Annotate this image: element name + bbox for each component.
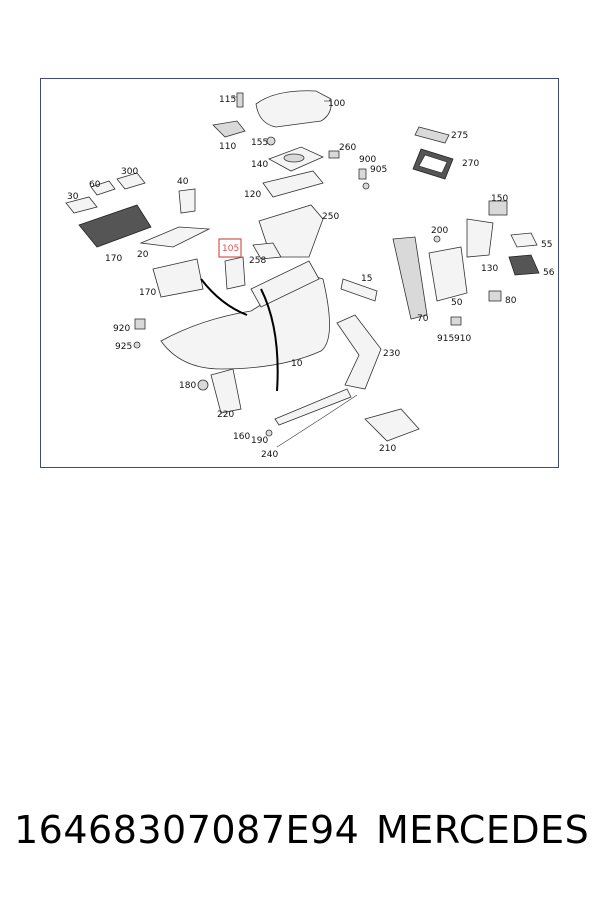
- callout-300: 300: [121, 167, 138, 177]
- callout-230: 230: [383, 349, 400, 359]
- callout-20: 20: [137, 250, 149, 260]
- callout-915: 915: [437, 334, 454, 344]
- callout-55: 55: [541, 240, 552, 250]
- callout-925: 925: [115, 342, 132, 352]
- callout-140: 140: [251, 160, 268, 170]
- callout-190: 190: [251, 436, 268, 446]
- callout-240: 240: [261, 450, 278, 460]
- callout-920: 920: [113, 324, 130, 334]
- part-tray-140: [268, 146, 324, 172]
- callout-260: 260: [339, 143, 356, 153]
- part-cover-20: [139, 226, 211, 248]
- callout-250: 250: [322, 212, 339, 222]
- callout-900: 900: [359, 155, 376, 165]
- part-panel-230: [336, 314, 382, 390]
- part-pad-920: [133, 318, 146, 349]
- callout-105: 105: [222, 244, 239, 254]
- callout-210: 210: [379, 444, 396, 454]
- part-screw-200: [433, 235, 441, 243]
- diagram-frame: 115 100 110 155 140 260 900 905 275 270 …: [40, 78, 559, 468]
- callout-80: 80: [505, 296, 517, 306]
- callout-labels: 115 100 110 155 140 260 900 905 275 270 …: [67, 95, 555, 460]
- callout-155: 155: [251, 138, 268, 148]
- callout-50: 50: [451, 298, 463, 308]
- part-bracket-130: [466, 218, 494, 258]
- part-rail-240: [274, 388, 358, 448]
- part-panel-70: [392, 236, 428, 320]
- part-trim-120: [262, 170, 324, 198]
- part-screw-155: [266, 136, 276, 146]
- part-bracket-220: [210, 368, 242, 414]
- callout-40: 40: [177, 177, 189, 187]
- part-cup-holder-lower: [152, 258, 204, 298]
- callout-120: 120: [244, 190, 261, 200]
- callout-130: 130: [481, 264, 498, 274]
- part-cap-180: [197, 379, 209, 391]
- callout-180: 180: [179, 381, 196, 391]
- callout-258: 258: [249, 256, 266, 266]
- callout-275: 275: [451, 131, 468, 141]
- parts-diagram: 115 100 110 155 140 260 900 905 275 270 …: [65, 90, 555, 460]
- part-screw-115: [233, 92, 244, 108]
- part-number: 16468307087E94: [14, 808, 360, 852]
- callout-270: 270: [462, 159, 479, 169]
- part-cover-60: [90, 180, 116, 196]
- callout-56: 56: [543, 268, 555, 278]
- callout-110: 110: [219, 142, 236, 152]
- callout-70: 70: [417, 314, 429, 324]
- part-frame-270: [412, 148, 454, 180]
- part-cover-300: [116, 172, 146, 190]
- part-armrest-lid: [255, 90, 332, 128]
- callout-115: 115: [219, 95, 236, 105]
- callout-905: 905: [370, 165, 387, 175]
- assembly-arrow-2: [260, 288, 279, 392]
- callout-150: 150: [491, 194, 508, 204]
- callout-60: 60: [89, 180, 101, 190]
- part-bracket-258: [252, 242, 282, 260]
- part-clip-900: [358, 168, 370, 190]
- part-connector-80: [488, 290, 502, 302]
- part-clip-260: [328, 150, 340, 159]
- part-cover-30: [65, 196, 98, 214]
- part-105: [218, 238, 246, 290]
- part-vent-275: [414, 126, 450, 144]
- brand-name: MERCEDES: [376, 808, 590, 852]
- assembly-arrow-1: [200, 278, 248, 316]
- part-box-50: [428, 246, 468, 302]
- part-switch-55: [510, 232, 538, 248]
- part-cup-holder-170: [78, 204, 152, 248]
- part-clip-190: [265, 429, 273, 437]
- callout-30: 30: [67, 192, 79, 202]
- part-bracket-15: [340, 278, 378, 302]
- callout-200: 200: [431, 226, 448, 236]
- callout-170: 170: [105, 254, 122, 264]
- callout-160: 160: [233, 432, 250, 442]
- callout-170-lower: 170: [139, 288, 156, 298]
- callout-100: 100: [328, 99, 345, 109]
- callout-220: 220: [217, 410, 234, 420]
- part-clip-150: [488, 200, 508, 216]
- part-bracket-110: [212, 120, 246, 138]
- footer: 16468307087E94 MERCEDES: [0, 808, 600, 858]
- part-console-10: [160, 260, 330, 370]
- part-switch-56: [508, 254, 540, 276]
- callout-15: 15: [361, 274, 372, 284]
- callout-910: 910: [454, 334, 471, 344]
- callout-10: 10: [291, 359, 303, 369]
- part-bracket-210: [364, 408, 420, 442]
- part-clip-915: [450, 316, 462, 326]
- part-holder-40: [178, 188, 196, 214]
